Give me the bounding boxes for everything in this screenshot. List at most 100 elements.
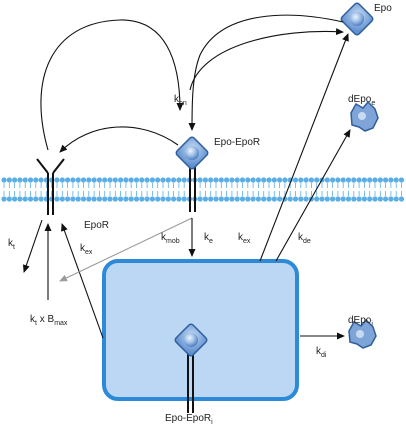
lipid-head (388, 177, 394, 183)
rate-kde: kde (298, 232, 311, 245)
lipid-head (383, 177, 389, 183)
lipid-head (12, 177, 18, 183)
lipid-head (91, 196, 97, 202)
lipid-head (393, 177, 399, 183)
label-epo-epor-internalized: Epo-EpoRi (165, 413, 213, 426)
lipid-head (65, 177, 71, 183)
lipid-head (393, 196, 399, 202)
lipid-head (282, 177, 288, 183)
lipid-head (208, 177, 214, 183)
lipid-head (208, 196, 214, 202)
lipid-head (139, 196, 145, 202)
lipid-head (340, 196, 346, 202)
lipid-head (314, 196, 320, 202)
arrow-epor-to-epo (40, 19, 184, 151)
rate-kmob: kmob (161, 232, 180, 245)
lipid-head (239, 196, 246, 202)
lipid-head (255, 196, 261, 202)
endosome (102, 259, 299, 401)
lipid-head (224, 177, 230, 183)
lipid-head (27, 196, 34, 202)
lipid-head (6, 196, 12, 202)
lipid-head (65, 196, 71, 202)
arrow-kt (22, 219, 43, 273)
lipid-head (6, 177, 12, 183)
lipid-head (361, 196, 367, 202)
lipid-head (287, 196, 293, 202)
lipid-head (250, 177, 256, 183)
lipid-head (133, 177, 140, 183)
lipid-head (149, 196, 155, 202)
rate-kdi: kdi (316, 346, 327, 359)
lipid-head (59, 196, 65, 202)
lipid-head (277, 177, 283, 183)
epor-receptor (36, 158, 65, 215)
label-epor: EpoR (84, 220, 109, 231)
label-depo-e: dEpoe (348, 94, 375, 107)
lipid-head (96, 177, 102, 183)
lipid-head (356, 196, 362, 202)
lipid-head (372, 177, 378, 183)
arrow-kon (188, 14, 344, 131)
lipid-head (345, 196, 352, 202)
lipid-head (330, 196, 336, 202)
lipid-head (271, 177, 277, 183)
lipid-head (234, 177, 240, 183)
lipid-head (181, 196, 187, 202)
lipid-head (171, 177, 177, 183)
lipid-head (361, 177, 367, 183)
lipid-head (165, 177, 171, 183)
lipid-head (245, 196, 251, 202)
label-depo-i: dEpoi (348, 315, 373, 328)
lipid-head (340, 177, 346, 183)
label-epo-epor: Epo-EpoR (214, 137, 260, 148)
lipid-head (22, 177, 28, 183)
lipid-head (308, 177, 314, 183)
lipid-head (144, 196, 150, 202)
lipid-head (149, 177, 155, 183)
lipid-head (213, 177, 219, 183)
lipid-head (197, 196, 203, 202)
lipid-head (367, 177, 373, 183)
lipid-head (33, 177, 39, 183)
lipid-head (128, 196, 134, 202)
lipid-head (277, 196, 283, 202)
lipid-head (176, 177, 182, 183)
lipid-head (330, 177, 336, 183)
lipid-head (303, 177, 309, 183)
lipid-head (86, 196, 92, 202)
rate-kex-left: kex (80, 243, 93, 256)
lipid-head (75, 177, 81, 183)
lipid-head (324, 177, 330, 183)
lipid-head (261, 196, 267, 202)
lipid-head (118, 196, 124, 202)
lipid-head (271, 196, 277, 202)
lipid-head (351, 196, 357, 202)
lipid-head (176, 196, 182, 202)
lipid-head (75, 196, 81, 202)
lipid-head (314, 177, 320, 183)
lipid-head (181, 177, 187, 183)
rate-ke: ke (204, 232, 213, 245)
lipid-head (202, 177, 208, 183)
lipid-head (345, 177, 352, 183)
lipid-head (398, 196, 405, 202)
lipid-head (59, 177, 65, 183)
lipid-head (54, 196, 60, 202)
lipid-head (229, 196, 235, 202)
lipid-head (367, 196, 373, 202)
lipid-head (377, 177, 383, 183)
lipid-head (165, 196, 171, 202)
lipid-head (27, 177, 34, 183)
lipid-head (155, 177, 161, 183)
lipid-head (118, 177, 124, 183)
lipid-head (229, 177, 235, 183)
lipid-head (102, 177, 108, 183)
lipid-head (107, 196, 113, 202)
lipid-head (303, 196, 309, 202)
rate-kt-bmax: kt x Bmax (30, 314, 68, 327)
arrow-kex-left (61, 223, 104, 339)
lipid-head (70, 196, 76, 202)
lipid-head (319, 196, 325, 202)
